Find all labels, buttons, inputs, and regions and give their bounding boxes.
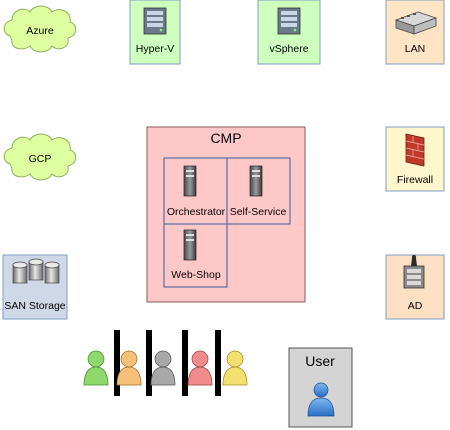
queue-barrier — [114, 330, 120, 396]
server-rack-icon — [277, 7, 301, 35]
user-queue — [83, 330, 248, 396]
person-icon — [150, 350, 176, 386]
storage-disks-icon — [12, 258, 60, 284]
cloud-icon — [3, 5, 77, 53]
server-tower-icon — [183, 229, 197, 261]
azure-label: Azure — [26, 25, 54, 37]
person-icon — [83, 350, 109, 386]
vsphere-label: vSphere — [269, 43, 308, 55]
server-tower-icon — [249, 165, 263, 197]
cmp-box: CMP Orchestrator Self-Service — [146, 126, 306, 303]
lan-label: LAN — [405, 43, 425, 55]
person-icon — [116, 350, 142, 386]
network-switch-icon — [394, 11, 438, 35]
san-storage-box: SAN Storage — [2, 254, 68, 320]
cmp-title: CMP — [210, 130, 241, 146]
queue-barrier — [146, 330, 152, 396]
gcp-cloud: GCP — [3, 133, 77, 181]
hyperv-box: Hyper-V — [129, 0, 181, 65]
lan-box: LAN — [385, 0, 445, 65]
self-service-label: Self-Service — [230, 206, 287, 218]
person-icon — [187, 350, 213, 386]
hyperv-label: Hyper-V — [136, 43, 175, 55]
user-box: User — [288, 347, 353, 428]
san-storage-label: SAN Storage — [4, 300, 65, 312]
vsphere-box: vSphere — [257, 0, 321, 65]
azure-cloud: Azure — [3, 5, 77, 53]
person-icon — [222, 350, 248, 386]
queue-barrier — [215, 330, 221, 396]
web-shop-label: Web-Shop — [171, 269, 221, 281]
firewall-box: Firewall — [385, 126, 445, 192]
cloud-icon — [3, 133, 77, 181]
ad-label: AD — [408, 300, 423, 312]
directory-server-icon — [403, 255, 425, 289]
server-tower-icon — [183, 165, 197, 197]
gcp-label: GCP — [29, 153, 52, 165]
web-shop-component: Web-Shop — [163, 223, 228, 288]
firewall-icon — [405, 133, 425, 167]
ad-box: AD — [385, 254, 445, 320]
firewall-label: Firewall — [397, 174, 433, 186]
queue-barrier — [182, 330, 188, 396]
server-rack-icon — [143, 7, 167, 35]
self-service-component: Self-Service — [226, 157, 291, 225]
user-label: User — [305, 353, 335, 369]
user-icon — [307, 382, 335, 417]
orchestrator-label: Orchestrator — [167, 206, 226, 218]
